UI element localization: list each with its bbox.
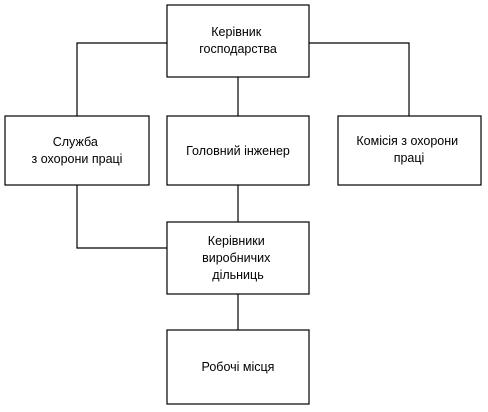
node-labor-safety-commission: Комісія з охорони праці [337,115,482,186]
node-label: Керівник господарства [199,25,277,56]
node-label: Комісія з охорони праці [356,134,461,165]
node-label: Керівники виробничих дільниць [202,234,274,282]
connector-manager-to-labor-safety-commission [309,42,410,116]
node-labor-safety-service: Служба з охорони праці [4,115,150,186]
nodes-layer: Керівник господарства Служба з охорони п… [4,4,482,405]
node-label: Головний інженер [186,144,290,158]
connector-manager-to-labor-safety-service [76,42,167,116]
node-label: Служба з охорони праці [32,135,123,166]
connectors-layer [76,42,410,330]
node-label: Робочі місця [202,360,275,374]
connector-labor-safety-service-to-site-managers [76,185,167,249]
node-workplaces: Робочі місця [166,329,310,405]
node-manager: Керівник господарства [166,4,310,78]
node-chief-engineer: Головний інженер [166,115,310,186]
node-production-site-managers: Керівники виробничих дільниць [166,221,310,295]
